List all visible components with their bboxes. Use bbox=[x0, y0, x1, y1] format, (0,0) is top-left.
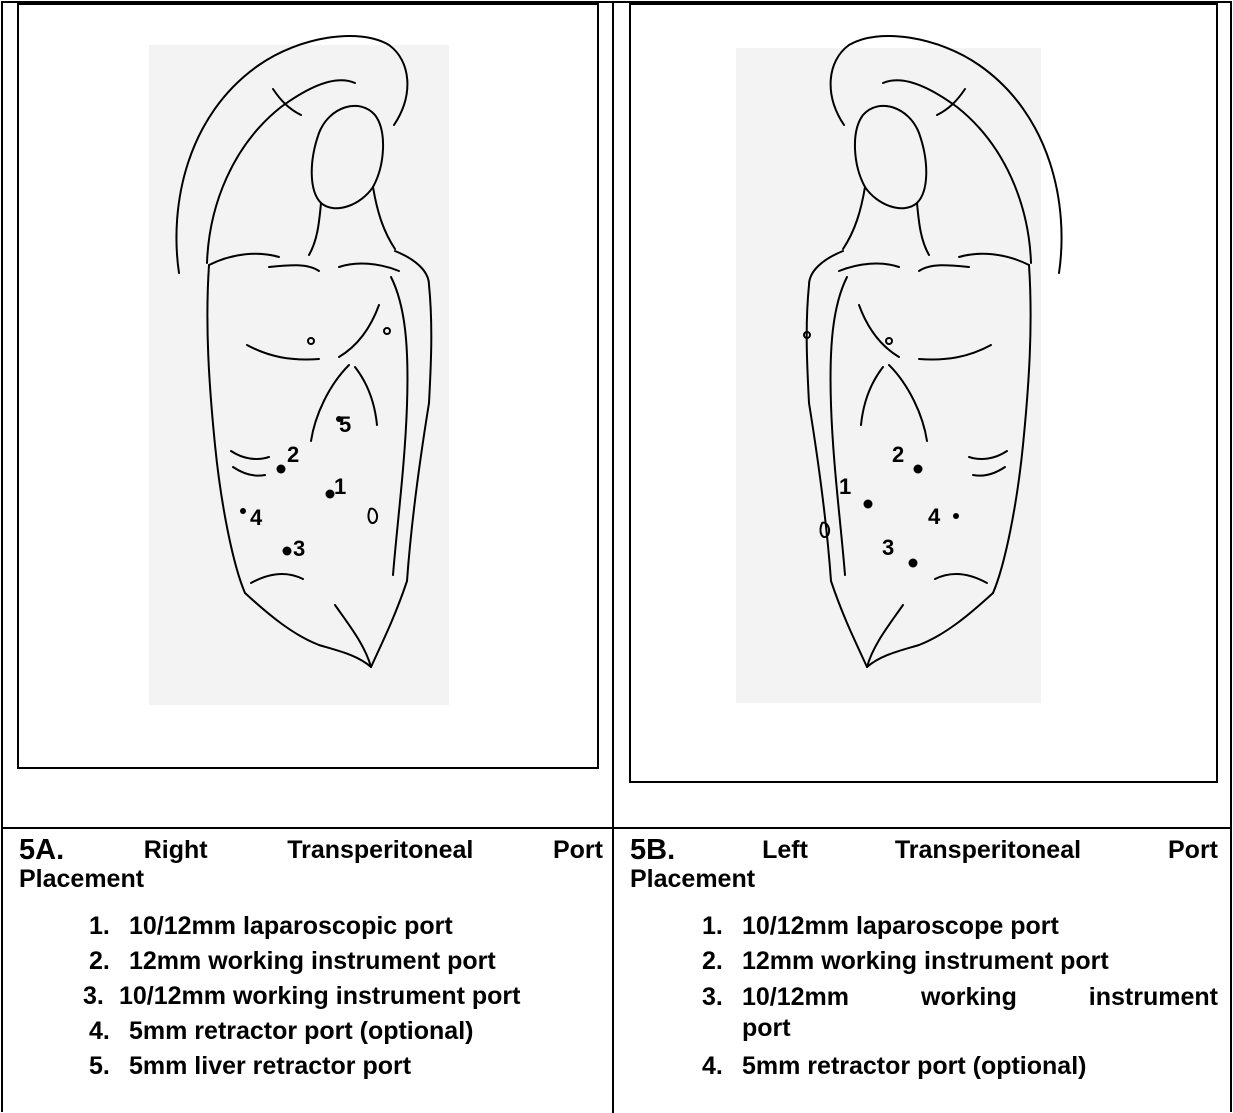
head-outline bbox=[855, 106, 926, 208]
table-row-divider bbox=[1, 827, 1232, 829]
title-word: Transperitoneal bbox=[895, 836, 1081, 865]
list-item: 5.5mm liver retractor port bbox=[89, 1052, 411, 1081]
title-word: Transperitoneal bbox=[287, 836, 473, 865]
torso-illustration-right bbox=[19, 5, 599, 769]
list-item: 2.12mm working instrument port bbox=[702, 947, 1109, 976]
caption-title-line2: Placement bbox=[630, 865, 755, 894]
caption-title: 5B. Left Transperitoneal Port bbox=[630, 836, 1218, 865]
arm-outer-line bbox=[176, 36, 407, 273]
list-item: 1.10/12mm laparoscopic port bbox=[89, 912, 453, 941]
torso-left-side bbox=[207, 265, 245, 593]
title-word: Port bbox=[1168, 836, 1218, 865]
arm-hanging-line bbox=[391, 277, 407, 575]
arm-hanging-line bbox=[831, 277, 847, 575]
list-item: 4.5mm retractor port (optional) bbox=[89, 1017, 473, 1046]
caption-title: 5A. Right Transperitoneal Port bbox=[19, 836, 603, 865]
caption-right-transperitoneal: 5A. Right Transperitoneal Port Placement… bbox=[19, 836, 603, 1106]
list-item: 3.10/12mm working instrument port bbox=[83, 982, 520, 1011]
arm-inner-line bbox=[883, 80, 1031, 263]
head-outline bbox=[312, 106, 383, 208]
torso-left-side bbox=[807, 251, 843, 403]
title-word: Right bbox=[144, 836, 208, 865]
illustration-frame-right bbox=[17, 3, 599, 769]
torso-right-side bbox=[395, 251, 431, 403]
torso-illustration-left bbox=[631, 5, 1218, 783]
arm-outer-line bbox=[831, 36, 1062, 273]
figure-code: 5A. bbox=[19, 836, 64, 865]
caption-title-line2: Placement bbox=[19, 865, 144, 894]
torso-right-side bbox=[993, 265, 1031, 593]
list-item: 2.12mm working instrument port bbox=[89, 947, 496, 976]
table-column-divider bbox=[612, 1, 614, 1113]
list-item: 1.10/12mm laparoscope port bbox=[702, 912, 1059, 941]
figure-code: 5B. bbox=[630, 836, 675, 865]
caption-left-transperitoneal: 5B. Left Transperitoneal Port Placement … bbox=[630, 836, 1218, 1106]
title-word: Left bbox=[762, 836, 808, 865]
arm-inner-line bbox=[207, 80, 355, 263]
title-word: Port bbox=[553, 836, 603, 865]
list-item: 4.5mm retractor port (optional) bbox=[702, 1052, 1086, 1081]
illustration-frame-left bbox=[629, 3, 1218, 783]
list-item: 3.10/12mm working instrument port bbox=[702, 982, 1218, 1044]
